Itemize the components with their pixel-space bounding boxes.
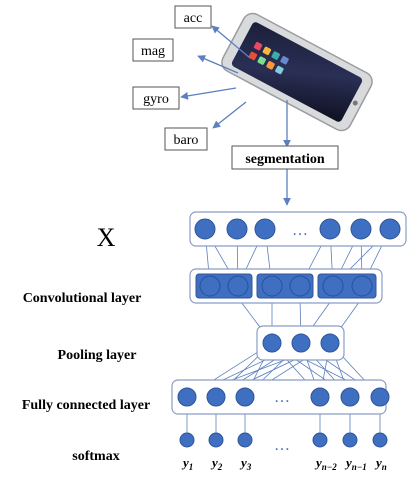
pooling-node [291,333,311,353]
output-labels: y1 y2 y3 yn−2 yn−1 yn [181,455,387,472]
pooling-node [262,333,282,353]
output-label-subscript: n [382,462,387,472]
output-label: yn [374,455,387,472]
network-nodes [177,218,401,448]
output-node [237,432,253,448]
output-node [372,432,388,448]
segmentation-label: segmentation [245,152,325,167]
fc-node [310,387,330,407]
input-node [379,218,401,240]
input-node [226,218,248,240]
fc-node [177,387,197,407]
sensor-acc-label: acc [184,11,203,26]
output-label-subscript: 1 [189,462,194,472]
smartphone-image [221,12,373,132]
fc-ellipsis: … [274,389,290,406]
output-label-subscript: 2 [217,462,223,472]
arrow-to-mag [197,55,239,74]
segmentation-box: segmentation [231,145,339,170]
output-label: y3 [239,455,252,472]
output-node [342,432,358,448]
output-label: y2 [210,455,223,472]
input-symbol: X [97,223,116,252]
sensor-gyro-box: gyro [132,86,180,110]
arrow-to-acc [211,25,251,59]
sensor-mag-label: mag [141,44,165,59]
conv-node [227,275,249,297]
output-ellipsis: … [274,437,290,454]
sensor-acc-box: acc [174,5,212,29]
output-label: yn−2 [314,455,337,472]
sensor-baro-label: baro [174,133,199,148]
output-node [179,432,195,448]
pooling-layer-label: Pooling layer [58,348,137,363]
conv-node [261,275,283,297]
fully-connected-layer-label: Fully connected layer [22,398,150,413]
conv-node [351,275,373,297]
output-node [312,432,328,448]
arrow-to-gyro [180,87,237,100]
input-node [254,218,276,240]
conv-node [289,275,311,297]
arrow-to-baro [212,101,247,129]
convolutional-layer-label: Convolutional layer [23,291,142,306]
softmax-label: softmax [72,449,119,464]
conv-node [322,275,344,297]
conv-feature-map-3 [317,273,377,299]
fc-node [206,387,226,407]
fc-node [235,387,255,407]
input-ellipsis: … [292,222,308,239]
output-label: yn−1 [344,455,367,472]
output-node [208,432,224,448]
output-label: y1 [181,455,193,472]
sensor-arrows [180,25,291,206]
sensor-gyro-label: gyro [143,92,169,107]
fc-node [340,387,360,407]
pooling-node [320,333,340,353]
fc-node [370,387,390,407]
output-label-subscript: n−2 [322,462,337,472]
conv-node [199,275,221,297]
conv-feature-map-2 [256,273,314,299]
sensor-baro-box: baro [164,127,208,151]
input-node [350,218,372,240]
conv-feature-map-1 [195,273,253,299]
input-layer-box [189,211,407,247]
output-label-subscript: n−1 [352,462,367,472]
input-node [194,218,216,240]
sensor-mag-box: mag [132,38,174,62]
input-node [319,218,341,240]
output-label-subscript: 3 [246,462,252,472]
